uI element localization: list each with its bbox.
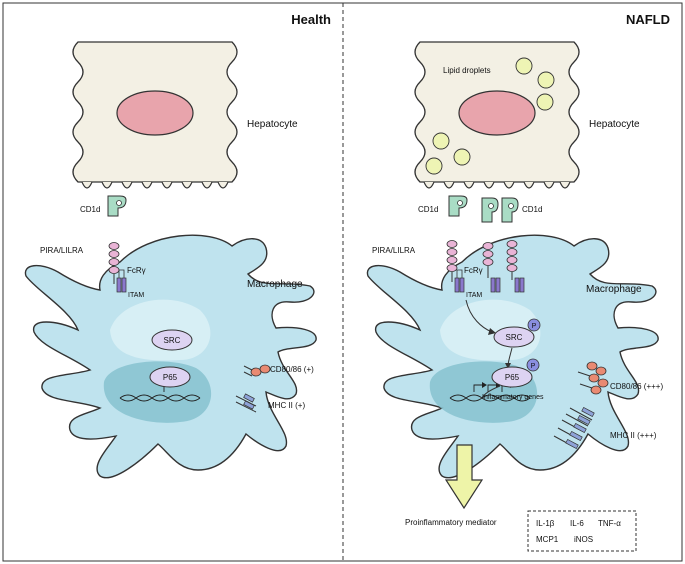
hepatocyte-nucleus: [116, 90, 194, 136]
label-proinflammatory: Proinflammatory mediator: [405, 518, 497, 527]
label-p65-nafld: P65: [505, 373, 520, 382]
arrow-p65-to-genes: [481, 385, 501, 399]
label-itam-nafld: ITAM: [466, 292, 482, 299]
mediator-inos: iNOS: [574, 535, 593, 544]
cd1d-molecule: [107, 195, 127, 217]
label-p-src: P: [532, 323, 537, 330]
mediator-tnfa: TNF-α: [598, 519, 621, 528]
label-pira-lilra-nafld: PIRA/LILRA: [372, 246, 416, 255]
mediator-il1b: IL-1β: [536, 519, 555, 528]
label-cd1d: CD1d: [80, 205, 100, 214]
cd80-molecules-nafld: [577, 361, 609, 395]
label-p-p65: P: [531, 363, 536, 370]
health-panel: Hepatocyte CD1d Macrophage: [24, 41, 317, 479]
label-cd80-nafld: CD80/86 (+++): [610, 382, 663, 391]
label-inflammatory-genes: Inflammatory genes: [482, 394, 544, 401]
label-hepatocyte-nafld: Hepatocyte: [589, 119, 640, 130]
label-mhc-health: MHC II (+): [268, 401, 305, 410]
arrowhead-src-to-p65: [505, 363, 511, 369]
label-macrophage: Macrophage: [247, 279, 303, 290]
src-protein-nafld: [493, 326, 535, 348]
hepatocyte-cell: [72, 41, 238, 189]
mhc-molecules-nafld: [553, 406, 595, 450]
p65-protein: [149, 366, 191, 388]
label-fcr: FcRγ: [127, 266, 146, 275]
label-src-nafld: SRC: [506, 333, 523, 342]
label-pira-lilra: PIRA/LILRA: [40, 246, 84, 255]
arrowhead-itam-to-src: [488, 328, 496, 335]
panel-title-health: Health: [291, 12, 331, 27]
label-fcr-nafld: FcRγ: [464, 266, 483, 275]
label-mhc-nafld: MHC II (+++): [610, 431, 657, 440]
label-macrophage-nafld: Macrophage: [586, 284, 642, 295]
label-hepatocyte: Hepatocyte: [247, 119, 298, 130]
phospho-src: [527, 318, 541, 332]
pira-receptors-nafld: [446, 240, 525, 293]
hepatocyte-nucleus-nafld: [458, 90, 536, 136]
cd1d-molecules-nafld: [448, 195, 519, 223]
label-cd1d-nafld-right: CD1d: [522, 205, 542, 214]
mediator-mcp1: MCP1: [536, 535, 559, 544]
hepatocyte-cell-nafld: [414, 41, 580, 189]
label-cd1d-nafld-left: CD1d: [418, 205, 438, 214]
phospho-p65: [526, 358, 540, 372]
lipid-droplets: [425, 57, 555, 175]
mediator-il6: IL-6: [570, 519, 584, 528]
label-src: SRC: [164, 336, 181, 345]
src-protein: [151, 329, 193, 351]
panel-title-nafld: NAFLD: [626, 12, 670, 27]
macrophage-cell: [24, 234, 317, 479]
pira-receptor: [108, 242, 127, 293]
p65-protein-nafld: [491, 366, 533, 388]
cd80-molecule: [243, 364, 271, 377]
proinflammatory-arrow: [444, 444, 484, 510]
nafld-panel: Lipid droplets Hepatocyte CD1d CD1d: [366, 41, 663, 552]
mhc-molecule: [235, 393, 257, 413]
mediator-box: [527, 510, 637, 552]
label-cd80-health: CD80/86 (+): [270, 365, 314, 374]
label-lipid-droplets: Lipid droplets: [443, 66, 491, 75]
label-p65: P65: [163, 373, 178, 382]
label-itam: ITAM: [128, 292, 144, 299]
